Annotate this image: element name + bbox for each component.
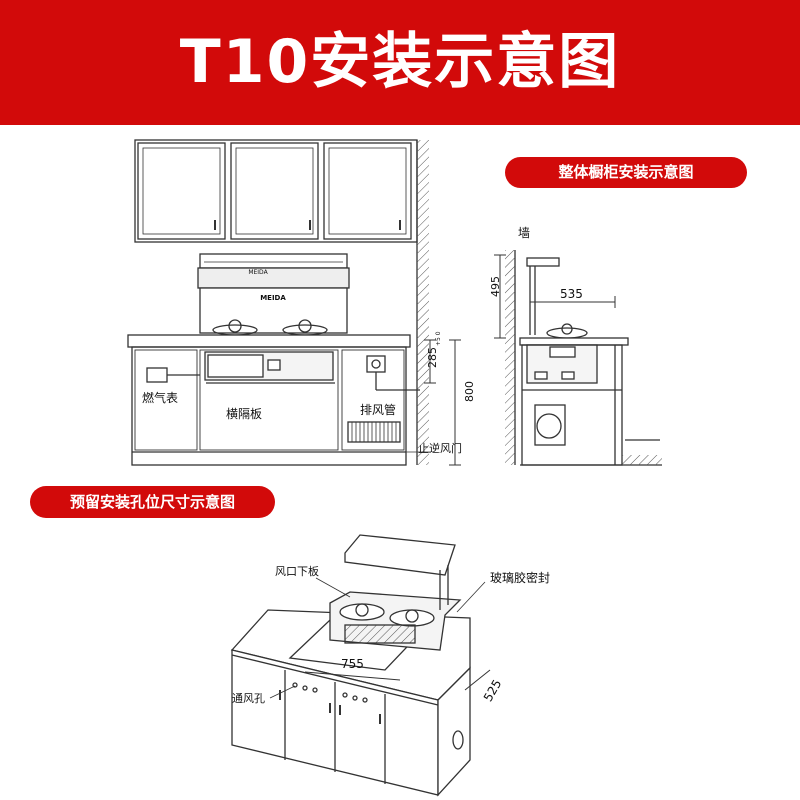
header-banner bbox=[0, 0, 800, 125]
section-title-cabinet: 整体橱柜安装示意图 bbox=[505, 157, 747, 188]
wall-cabinet-outline bbox=[134, 139, 418, 243]
label-partition: 横隔板 bbox=[226, 407, 262, 421]
dim-iso-depth: 525 bbox=[481, 677, 505, 704]
iso-view-drawing bbox=[230, 534, 491, 797]
dim-height: 800 bbox=[463, 381, 476, 402]
side-view-drawing bbox=[494, 250, 662, 466]
hood-brand-label: MEIDA bbox=[260, 294, 286, 302]
dim-clearance: 285 bbox=[426, 347, 439, 368]
dim-side-depth: 535 bbox=[560, 287, 583, 301]
dim-tolerance: +5 0 bbox=[435, 331, 442, 346]
hood-brand-logo: MEIDA bbox=[248, 269, 268, 276]
label-wall: 墙 bbox=[518, 226, 530, 240]
label-backflow-valve: 止逆风门 bbox=[418, 441, 462, 455]
wall-cabinet-door-3 bbox=[323, 142, 412, 240]
label-glass-sealant: 玻璃胶密封 bbox=[490, 570, 550, 585]
label-vent-bottom-plate: 风口下板 bbox=[275, 564, 319, 578]
label-vent-hole: 通风孔 bbox=[232, 692, 265, 705]
front-view-drawing bbox=[127, 139, 461, 466]
label-gas-meter: 燃气表 bbox=[142, 390, 178, 405]
section-title-hole-dimensions: 预留安装孔位尺寸示意图 bbox=[30, 486, 275, 518]
label-exhaust-pipe: 排风管 bbox=[360, 402, 396, 417]
wall-cabinet-door-1 bbox=[137, 142, 226, 240]
dim-iso-width: 755 bbox=[341, 657, 364, 671]
page-title: T10安装示意图 bbox=[179, 27, 621, 97]
dim-side-vertical: 495 bbox=[489, 276, 502, 297]
wall-cabinet-door-2 bbox=[230, 142, 319, 240]
